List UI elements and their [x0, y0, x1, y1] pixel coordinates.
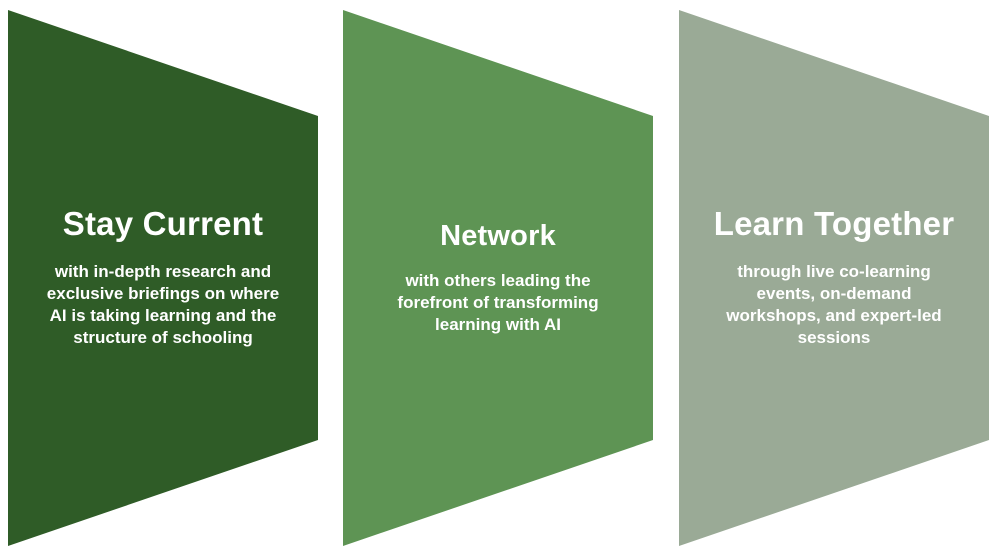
- panel-network: Network with others leading the forefron…: [343, 10, 653, 546]
- panel-shape-fill: [679, 10, 989, 546]
- panel-description: with others leading the forefront of tra…: [397, 271, 599, 334]
- panel-shape-fill: [8, 10, 318, 546]
- panel-stay-current: Stay Current with in-depth research and …: [8, 10, 318, 546]
- panel-title: Network: [440, 220, 556, 252]
- panel-shape-learn-together: [679, 10, 989, 546]
- panel-shape-fill: [343, 10, 653, 546]
- panel-description: with in-depth research and exclusive bri…: [46, 262, 280, 347]
- panel-title: Learn Together: [713, 205, 955, 242]
- panel-title: Stay Current: [62, 205, 264, 242]
- panel-shape-network: [343, 10, 653, 546]
- panel-description: through live co-learning events, on-dema…: [726, 262, 942, 347]
- panel-learn-together: Learn Together through live co-learning …: [679, 10, 989, 546]
- panel-shape-stay-current: [8, 10, 318, 546]
